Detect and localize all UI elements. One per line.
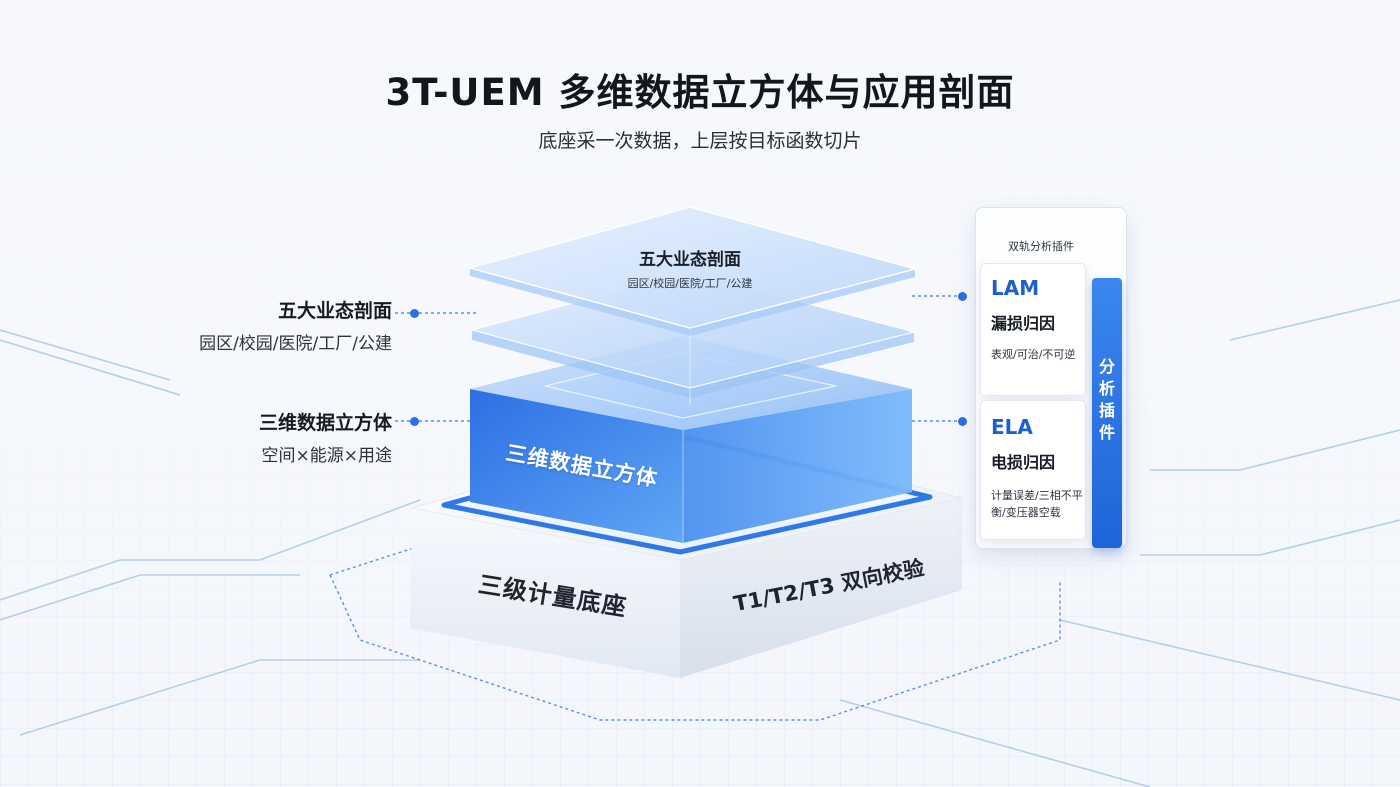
- plugin-name: 电损归因: [991, 453, 1056, 472]
- top-layer-title: 五大业态剖面: [639, 250, 741, 270]
- left-label-profiles-sub: 园区/校园/医院/工厂/公建: [199, 334, 392, 354]
- plugin-card-lam[interactable]: LAM 漏损归因 表观/可治/不可逆: [980, 263, 1086, 396]
- left-label-cube-sub: 空间×能源×用途: [261, 446, 393, 466]
- page-subtitle: 底座采一次数据，上层按目标函数切片: [538, 130, 862, 152]
- plugin-desc: 表观/可治/不可逆: [991, 348, 1076, 361]
- plugin-name: 漏损归因: [991, 314, 1056, 333]
- plugin-desc: 计量误差/三相不平衡/变压器空载: [991, 489, 1083, 519]
- page-title: 3T-UEM 多维数据立方体与应用剖面: [385, 71, 1015, 114]
- connector-dot: [958, 292, 967, 301]
- plugin-card-ela[interactable]: ELA 电损归因 计量误差/三相不平衡/变压器空载: [980, 400, 1086, 540]
- plugin-side-bar: 分析插件: [1092, 278, 1122, 548]
- analysis-plugin-panel: 双轨分析插件 LAM 漏损归因 表观/可治/不可逆 ELA 电损归因 计量误差/…: [975, 207, 1127, 549]
- left-label-cube-heading: 三维数据立方体: [258, 412, 392, 434]
- connector-dot: [958, 417, 967, 426]
- plugin-code: ELA: [991, 415, 1033, 439]
- connector-dot: [410, 309, 419, 318]
- left-label-cube: 三维数据立方体 空间×能源×用途: [180, 408, 392, 466]
- left-label-profiles: 五大业态剖面 园区/校园/医院/工厂/公建: [180, 296, 392, 354]
- plugin-code: LAM: [991, 276, 1040, 300]
- top-profile-layer: [467, 206, 918, 336]
- panel-title: 双轨分析插件: [1008, 240, 1074, 253]
- top-layer-subtitle: 园区/校园/医院/工厂/公建: [627, 277, 753, 290]
- plugin-side-bar-label: 分析插件: [1098, 357, 1115, 442]
- connector-dot: [410, 417, 419, 426]
- left-label-profiles-heading: 五大业态剖面: [277, 300, 392, 322]
